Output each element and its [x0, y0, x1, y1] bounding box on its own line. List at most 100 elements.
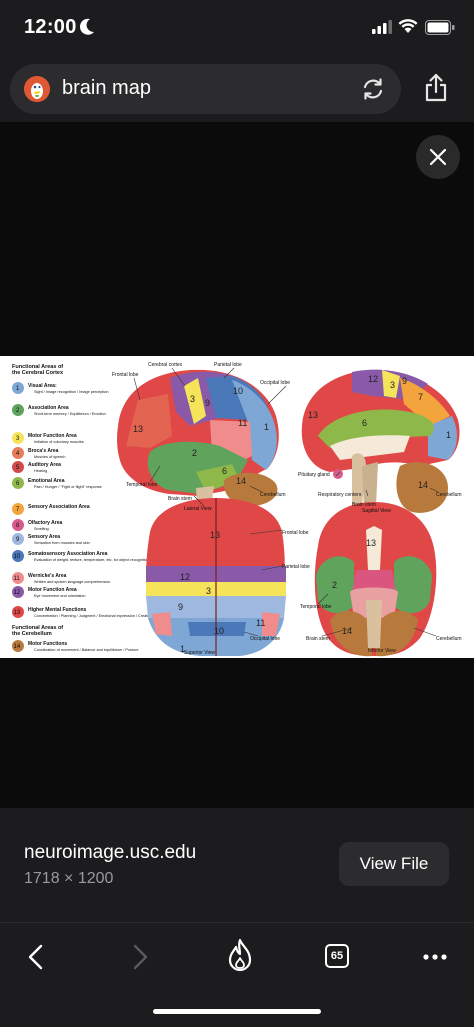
legend-item-12-number: 12 [14, 590, 21, 596]
legend-item-10-number: 10 [14, 554, 21, 560]
legend-item-6-name: Emotional Area [28, 478, 65, 484]
lateral-view: 13 2 3 9 10 11 1 14 6 [117, 369, 279, 518]
legend-item-6-swatch [12, 477, 24, 489]
sagittal-view: 12 3 9 7 1 6 13 14 [301, 369, 460, 513]
svg-text:11: 11 [238, 418, 247, 428]
label-sagittal-view: Sagittal View [362, 508, 391, 514]
label-brain-stem-lateral: Brain stem [168, 496, 192, 502]
legend-item-7-number: 7 [16, 507, 20, 513]
legend-item-13-desc: Concentration / Planning / Judgment / Em… [34, 614, 172, 618]
legend-item-1-desc: Sight / Image recognition / Image percep… [34, 390, 109, 394]
image-source[interactable]: neuroimage.usc.edu [24, 842, 197, 863]
legend-item-12-swatch [12, 586, 24, 598]
svg-text:9: 9 [402, 376, 407, 386]
legend-item-5-desc: Hearing [34, 469, 47, 473]
svg-text:9: 9 [205, 398, 210, 408]
svg-text:10: 10 [214, 626, 224, 636]
legend-item-4-swatch [12, 447, 24, 459]
legend-item-10-swatch [12, 550, 24, 562]
legend-item-3-desc: Initiation of voluntary muscles [34, 440, 84, 444]
reload-icon[interactable] [360, 76, 386, 102]
back-icon[interactable] [26, 943, 46, 971]
label-brain-stem-inferior: Brain stem [306, 636, 330, 642]
legend-item-5-swatch [12, 461, 24, 473]
legend-item-2-swatch [12, 404, 24, 416]
wifi-icon [398, 19, 418, 33]
label-parietal-lobe-superior: Parietal lobe [282, 564, 310, 570]
fire-icon[interactable] [226, 938, 254, 972]
view-file-button[interactable]: View File [339, 842, 449, 886]
legend-item-3-swatch [12, 432, 24, 444]
moon-icon [79, 18, 94, 35]
tab-count: 65 [330, 950, 344, 962]
svg-text:13: 13 [308, 410, 318, 420]
battery-icon [425, 20, 455, 35]
legend-item-4-desc: Muscles of speech [34, 455, 65, 459]
svg-text:7: 7 [418, 392, 423, 402]
legend-title-cortex-line1: Functional Areas of [12, 364, 63, 370]
label-temporal-lobe-inferior: Temporal lobe [300, 604, 332, 610]
label-occipital-lobe-superior: Occipital lobe [250, 636, 280, 642]
legend-item-8-name: Olfactory Area [28, 520, 62, 526]
legend-item-9-desc: Sensation from muscles and skin [34, 541, 90, 545]
svg-text:13: 13 [210, 530, 220, 540]
share-icon[interactable] [424, 73, 448, 103]
svg-text:11: 11 [256, 618, 265, 628]
legend-item-8-number: 8 [16, 523, 20, 529]
legend-item-9-name: Sensory Area [28, 534, 60, 540]
status-time: 12:00 [24, 16, 77, 38]
label-cerebellum-lateral: Cerebellum [260, 492, 286, 498]
legend-item-13-number: 13 [14, 610, 21, 616]
legend-item-14-swatch [12, 640, 24, 652]
legend-item-9-swatch [12, 533, 24, 545]
image-info-bar: neuroimage.usc.edu 1718 × 1200 View File [0, 808, 474, 922]
label-brain-stem-sagittal: Brain stem [352, 502, 376, 508]
legend-item-5-number: 5 [16, 465, 20, 471]
search-query: brain map [62, 77, 151, 99]
label-parietal-lobe-lateral: Parietal lobe [214, 362, 242, 368]
svg-text:1: 1 [446, 430, 451, 440]
legend-title-cerebellum-line1: Functional Areas of [12, 625, 63, 631]
label-cerebellum-sagittal: Cerebellum [436, 492, 462, 498]
legend-item-8-desc: Smelling [34, 527, 49, 531]
duckduckgo-logo-icon [24, 76, 50, 102]
more-menu-icon[interactable] [422, 953, 448, 961]
legend-item-12-name: Motor Function Area [28, 587, 77, 593]
home-indicator [153, 1009, 321, 1014]
label-temporal-lobe-lateral: Temporal lobe [126, 482, 158, 488]
svg-text:9: 9 [178, 602, 183, 612]
label-pituitary-gland: Pituitary gland [298, 472, 330, 478]
legend-item-11-desc: Written and spoken language comprehensio… [34, 580, 110, 584]
svg-text:2: 2 [332, 580, 337, 590]
label-cerebellum-inferior: Cerebellum [436, 636, 462, 642]
legend-item-4-name: Broca's Area [28, 448, 59, 454]
legend-item-13-name: Higher Mental Functions [28, 607, 87, 613]
address-bar-area: brain map [0, 56, 474, 122]
legend-item-11-name: Wernicke's Area [28, 573, 67, 579]
svg-text:13: 13 [366, 538, 376, 548]
label-cerebral-cortex: Cerebral cortex [148, 362, 183, 368]
legend-item-13-swatch [12, 606, 24, 618]
label-occipital-lobe-lateral: Occipital lobe [260, 380, 290, 386]
legend-item-14-name: Motor Functions [28, 641, 67, 647]
forward-icon[interactable] [130, 943, 150, 971]
close-button[interactable] [416, 135, 460, 179]
legend-item-14-desc: Coordination of movement / Balance and e… [34, 648, 138, 652]
svg-text:14: 14 [236, 476, 246, 486]
legend-item-6-number: 6 [16, 481, 20, 487]
svg-text:6: 6 [362, 418, 367, 428]
svg-text:12: 12 [368, 374, 378, 384]
label-respiratory-centers: Respiratory centers [318, 492, 362, 498]
legend-item-9-number: 9 [16, 537, 20, 543]
tabs-button[interactable]: 65 [325, 944, 349, 968]
view-labels: Cerebral cortex Parietal lobe Frontal lo… [112, 362, 462, 656]
search-field[interactable]: brain map [10, 64, 401, 114]
svg-text:12: 12 [180, 572, 190, 582]
legend-item-2-desc: Short-term memory / Equilibrium / Emotio… [34, 412, 106, 416]
superior-view: 13 12 3 9 10 11 1 [146, 498, 286, 656]
legend-item-10-desc: Evaluation of weight, texture, temperatu… [34, 558, 149, 562]
